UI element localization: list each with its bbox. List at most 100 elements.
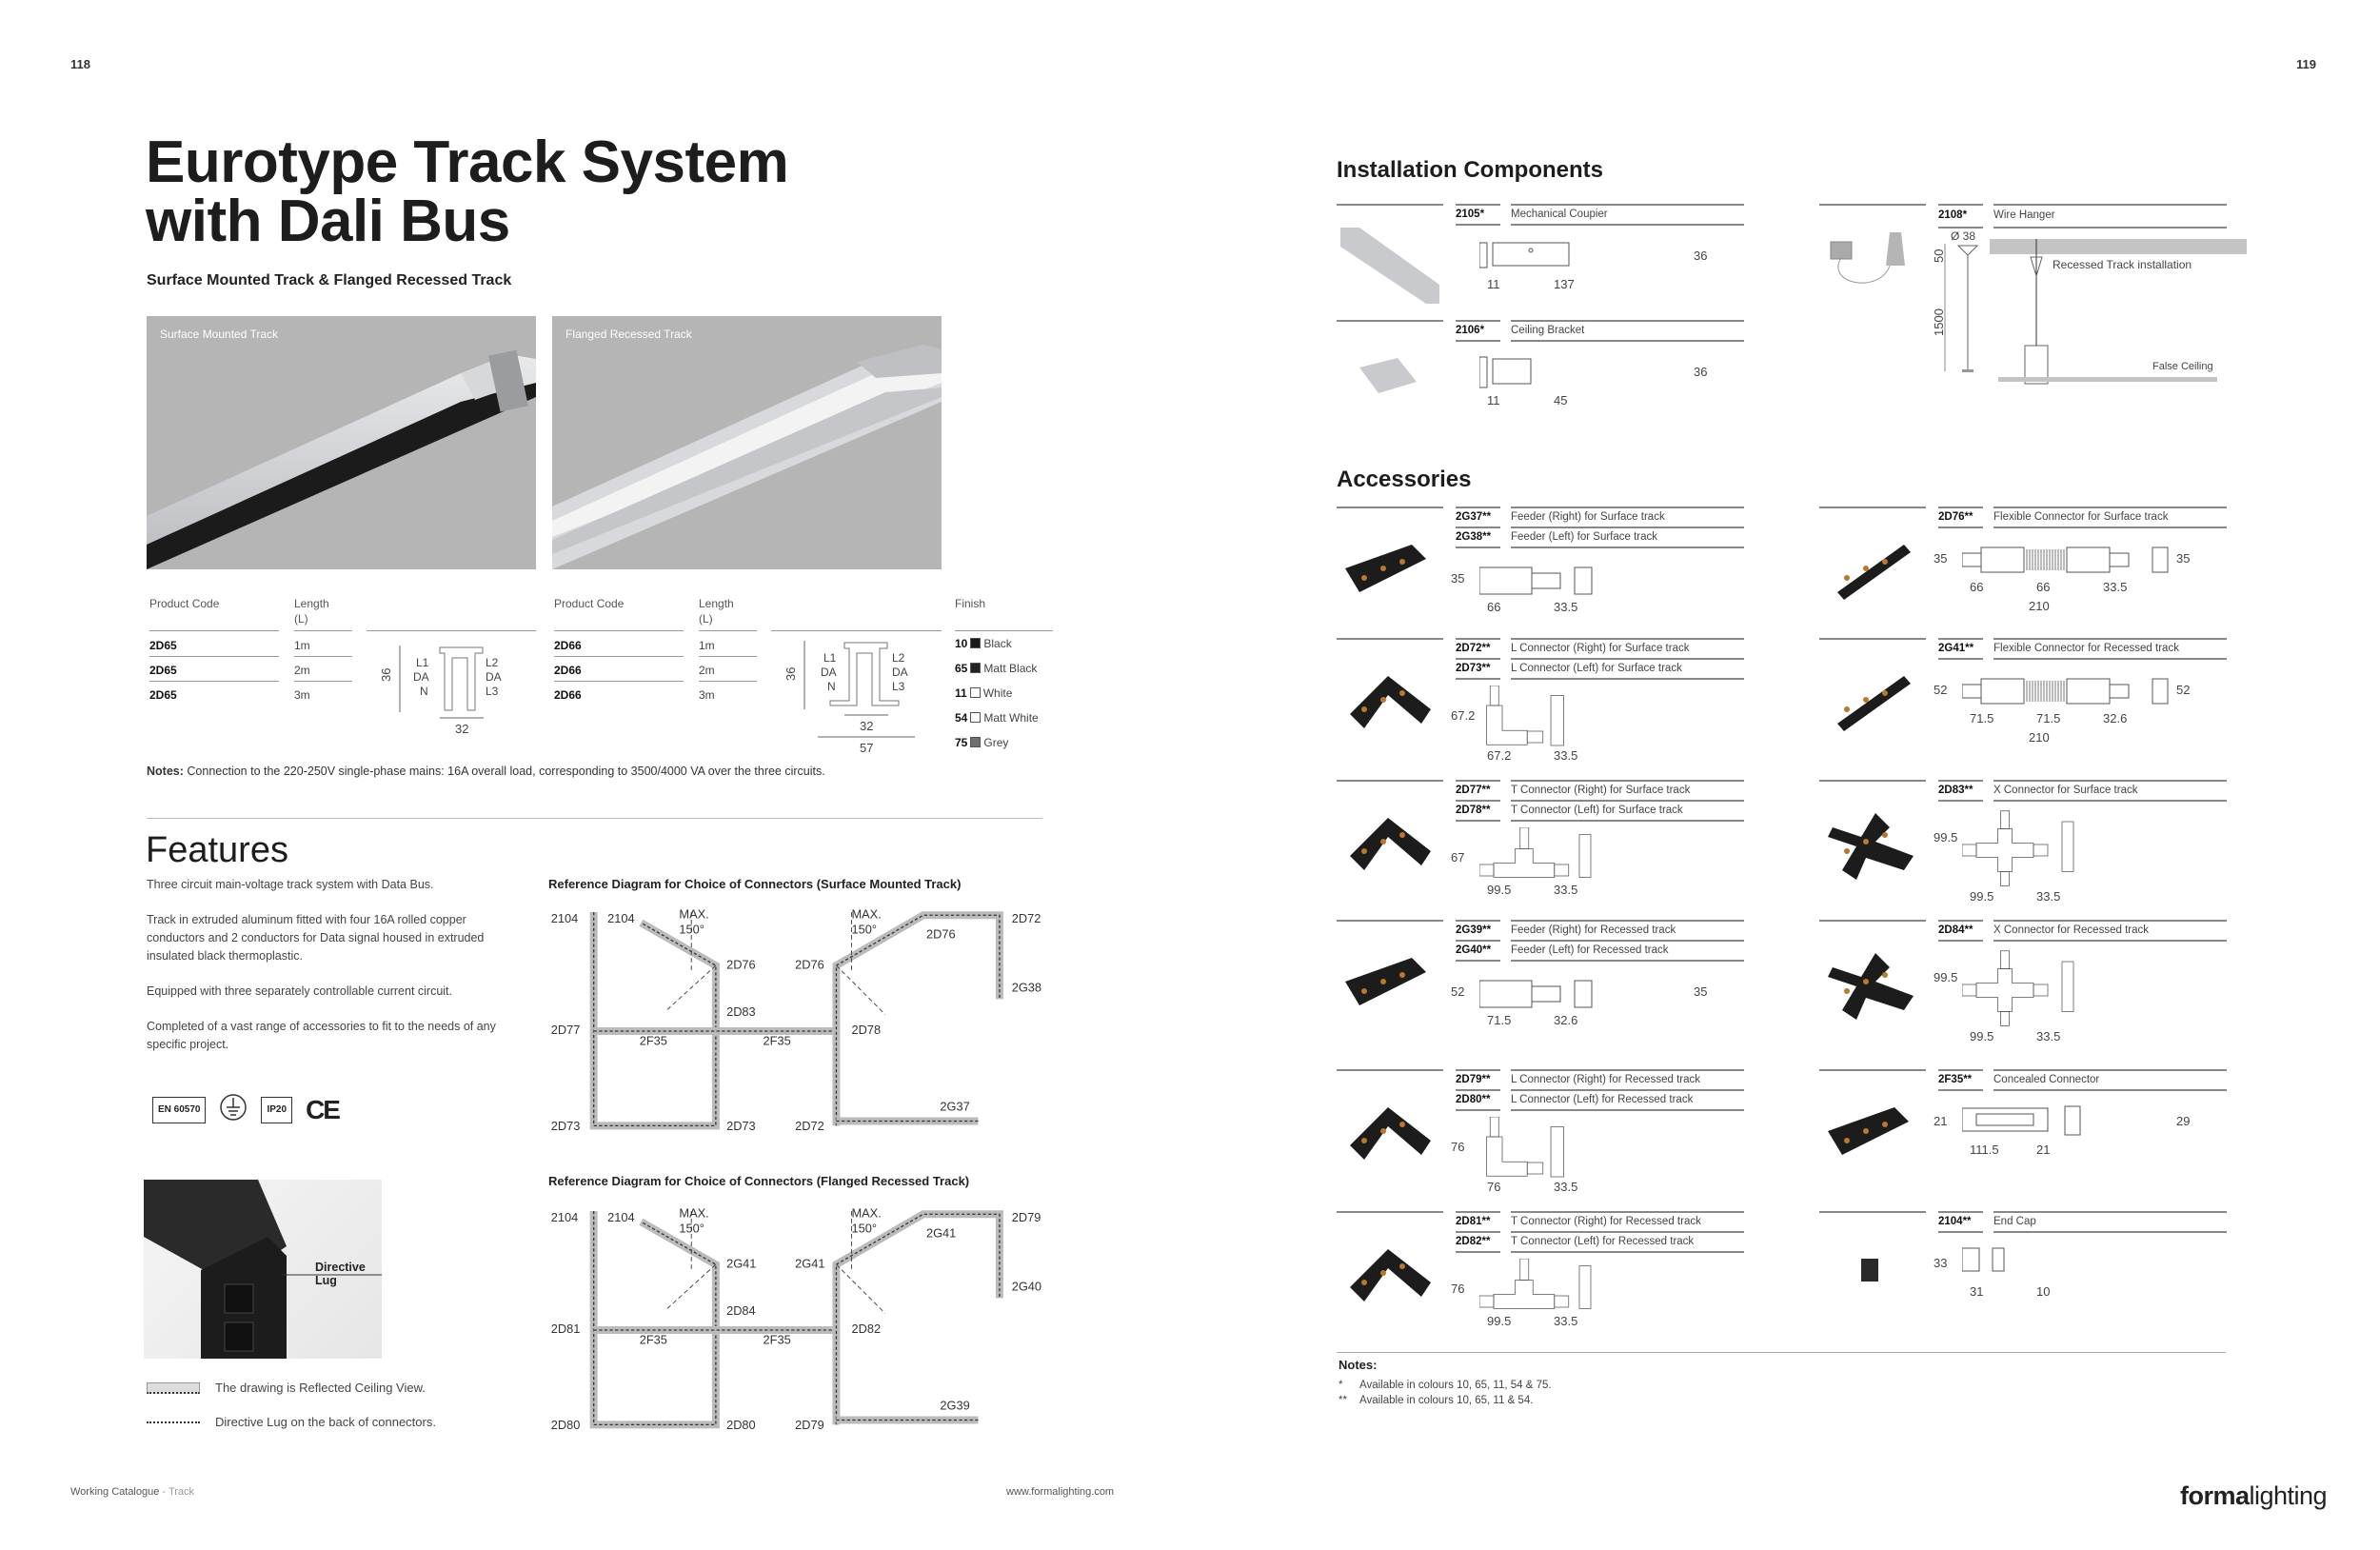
footer-section-text: Track: [168, 1486, 195, 1498]
finish-name: Matt Black: [983, 662, 1038, 675]
dim-bottom: 66: [1487, 600, 1501, 614]
dim-height: 36: [381, 668, 393, 682]
dim-bottom: 33.5: [1554, 600, 1578, 614]
product-photo: [1359, 358, 1417, 393]
title-line-1: Eurotype Track System: [146, 129, 789, 195]
diagram-label: 2G37: [940, 1099, 969, 1113]
technical-drawing: [1486, 686, 1564, 746]
surface-track-image: [147, 349, 536, 569]
diagram-label: 2104: [607, 911, 634, 925]
dim-height: 36: [785, 667, 798, 681]
dim-right: 35: [2176, 551, 2191, 566]
col-header-code: Product Code: [554, 597, 625, 610]
dim-bottom: 33.5: [1554, 1314, 1578, 1328]
dim-diameter: Ø 38: [1951, 229, 1975, 243]
diagram-label: 150°: [851, 922, 876, 936]
label-l1: L1: [416, 656, 429, 669]
page-title: Eurotype Track System with Dali Bus: [146, 129, 789, 251]
ip20-icon: IP20: [261, 1096, 293, 1123]
product-description: L Connector (Right) for Surface track: [1511, 643, 1690, 654]
dim-total: 210: [2029, 599, 2050, 613]
length: 1m: [294, 639, 310, 652]
dim-bottom: 99.5: [1487, 883, 1512, 897]
notes-text: Connection to the 220-250V single-phase …: [187, 765, 825, 778]
diagram-label: 2F35: [640, 1033, 667, 1047]
dim-left: 35: [1934, 551, 1948, 566]
product-code: 2108*: [1938, 209, 1968, 221]
product-photo: [1350, 1107, 1431, 1160]
product-code: 2F35**: [1938, 1074, 1973, 1085]
track-notes: Notes: Connection to the 220-250V single…: [147, 765, 825, 778]
footer-left: Working Catalogue - Track: [70, 1486, 194, 1498]
product-code: 2D65: [149, 688, 177, 702]
product-code: 2104**: [1938, 1216, 1972, 1227]
dim-bottom: 33.5: [2036, 1029, 2061, 1043]
dim-total: 210: [2029, 730, 2050, 745]
diagram-label: 2104: [551, 911, 578, 925]
product-code: 2D78**: [1456, 805, 1491, 816]
diagram-label: 2D81: [551, 1321, 581, 1336]
label-da: DA: [892, 666, 908, 679]
dim-bottom: 137: [1554, 277, 1575, 291]
technical-drawing: [1962, 950, 2074, 1026]
dim-bottom: 33.5: [1554, 883, 1578, 897]
notes-heading: Notes:: [1339, 1358, 1378, 1372]
product-description: T Connector (Left) for Recessed track: [1511, 1236, 1695, 1247]
product-description: T Connector (Right) for Surface track: [1511, 785, 1691, 796]
flanged-track-photo: Flanged Recessed Track: [552, 316, 942, 569]
diagram-label: 150°: [679, 922, 704, 936]
technical-drawing: [1479, 566, 1593, 595]
track-legend-icon: [147, 1381, 200, 1394]
legend-lug: Directive Lug on the back of connectors.: [147, 1415, 436, 1429]
dim-bottom: 111.5: [1970, 1143, 1999, 1157]
length-unit: (L): [699, 612, 713, 626]
directive-lug-photo: Directive Lug: [144, 1180, 387, 1359]
technical-drawing: [1962, 546, 2169, 573]
product-photo: [1837, 676, 1911, 731]
brand-logo: formalighting: [2180, 1481, 2328, 1511]
product-block: 2D76**Flexible Connector for Surface tra…: [1819, 507, 2252, 640]
product-block: 2D72**L Connector (Right) for Surface tr…: [1337, 638, 1770, 771]
diagram-label: 2D82: [851, 1321, 881, 1336]
product-photo: [1345, 958, 1426, 1005]
track-segment: [832, 1210, 1003, 1425]
footer-url[interactable]: www.formalighting.com: [1006, 1486, 1115, 1498]
diagram-label: MAX.: [679, 906, 708, 921]
length-label: Length: [699, 597, 734, 610]
technical-drawing: [1479, 827, 1592, 878]
dim-bottom: 31: [1970, 1284, 1984, 1299]
product-code: 2G41**: [1938, 643, 1974, 654]
product-description: X Connector for Surface track: [1993, 785, 2138, 796]
logo-light: lighting: [2249, 1481, 2328, 1510]
product-photo: [1837, 545, 1911, 600]
surface-track-profile-drawing: 36 L1 DA N L2 DA L3 32: [381, 646, 502, 736]
product-photo: [1350, 1249, 1431, 1302]
product-description: Concealed Connector: [1993, 1074, 2100, 1085]
diagram-label: 2D83: [726, 1004, 756, 1019]
product-code: 2G39**: [1456, 924, 1492, 936]
dim-flange-width: 57: [860, 741, 873, 755]
length: 2m: [294, 664, 310, 677]
diagram-label: 2G39: [940, 1398, 969, 1412]
product-description: Flexible Connector for Surface track: [1993, 511, 2169, 523]
wire-hanger-drawing: Ø 38 50 1500 Recessed Track installation…: [1932, 229, 2247, 385]
feature-paragraph: Completed of a vast range of accessories…: [147, 1020, 496, 1051]
diagram-label: 2104: [551, 1210, 578, 1224]
diagram-label: 2D76: [795, 957, 824, 971]
length-label: Length: [294, 597, 329, 610]
product-code: 2D66: [554, 688, 582, 702]
product-description: Mechanical Coupier: [1511, 209, 1608, 220]
diagram-label: 2104: [607, 1210, 634, 1224]
installation-heading: Installation Components: [1337, 157, 1604, 183]
dim-bottom: 11: [1487, 277, 1500, 291]
length: 2m: [699, 664, 715, 677]
label-l2: L2: [892, 651, 905, 665]
diagram-flanged-title: Reference Diagram for Choice of Connecto…: [548, 1174, 970, 1188]
technical-drawing: [1962, 810, 2074, 886]
legend-rcv: The drawing is Reflected Ceiling View.: [147, 1381, 426, 1395]
